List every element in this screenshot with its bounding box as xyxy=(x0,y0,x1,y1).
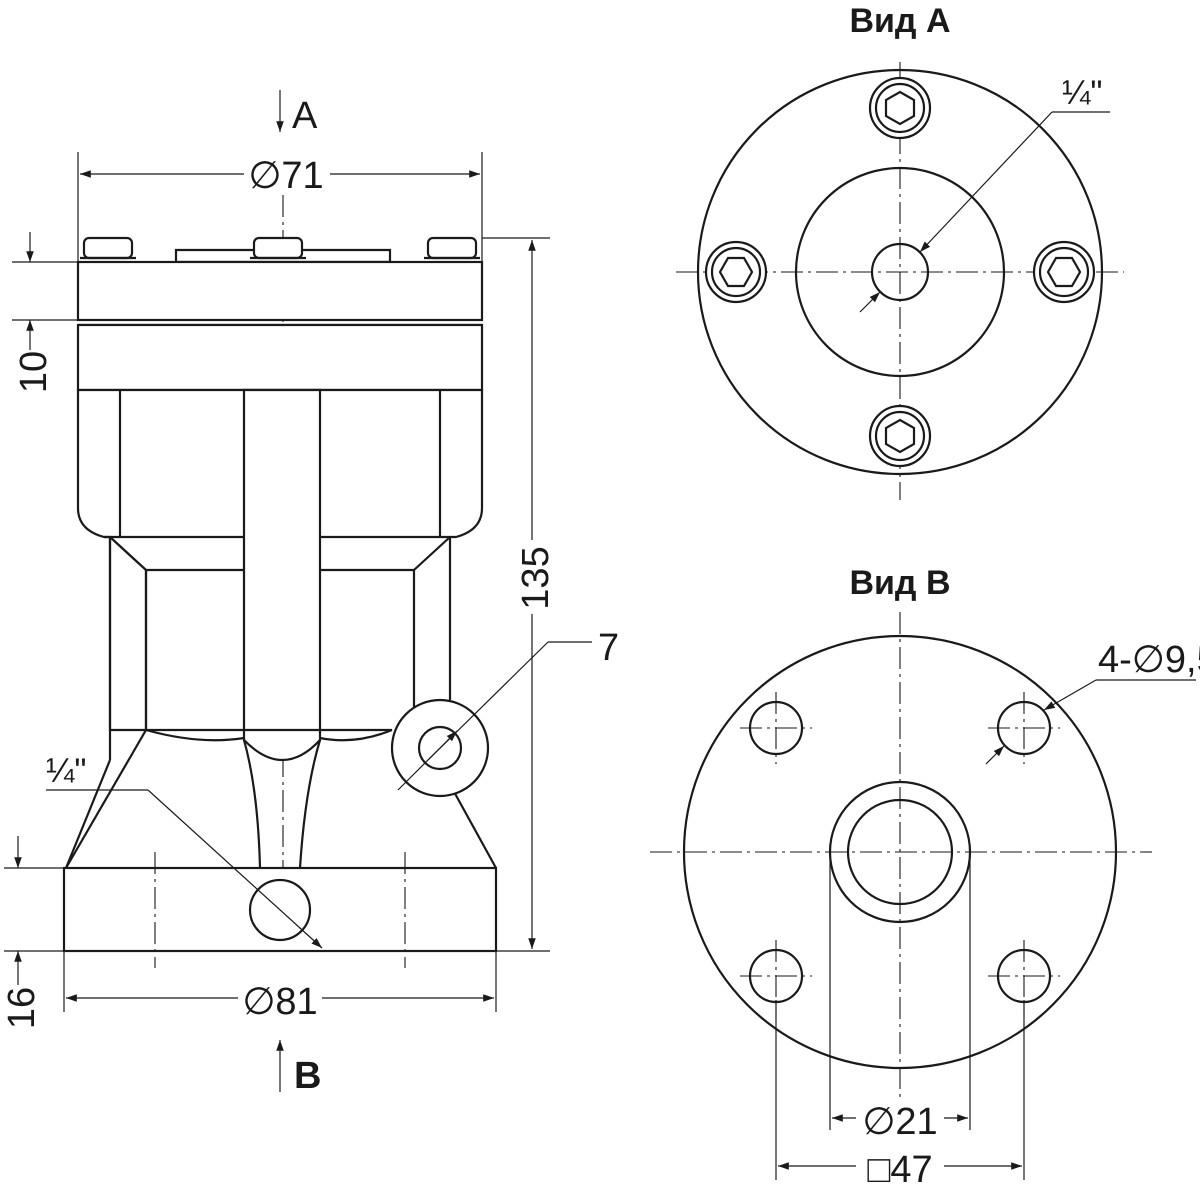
view-b-bolt-holes: 4-∅9,5 xyxy=(1098,639,1200,681)
front-dimensions: A ∅71 135 10 16 ∅81 B xyxy=(1,90,619,1097)
view-b: Вид B 4-∅9,5 ∅21 xyxy=(650,564,1200,1184)
view-a-outer-circle xyxy=(696,68,1104,476)
view-a-bolt-left xyxy=(704,240,768,304)
view-a-mid-circle xyxy=(794,166,1006,378)
arrow-a-label: A xyxy=(292,95,318,137)
bolt-head-right xyxy=(426,236,478,260)
view-b-hole-tr xyxy=(988,692,1060,764)
dim-base-diameter: ∅81 xyxy=(242,981,317,1023)
central-stem xyxy=(242,388,322,762)
lower-curve-left xyxy=(145,728,245,742)
view-a-inner-circle xyxy=(870,242,930,302)
view-b-outer-circle xyxy=(682,634,1118,1070)
dim-height-base: 16 xyxy=(1,987,43,1029)
lower-curve-right xyxy=(319,728,393,742)
bolt-head-left xyxy=(82,236,134,260)
view-a-bolt-top xyxy=(868,76,932,140)
view-b-hole-tl xyxy=(740,692,812,764)
dim-top-diameter: ∅71 xyxy=(248,155,323,197)
top-plate xyxy=(76,260,484,322)
view-b-title: Вид B xyxy=(849,564,950,602)
view-a-bolt-bottom xyxy=(868,404,932,468)
view-b-bore-diameter: ∅21 xyxy=(862,1101,937,1143)
view-a-title: Вид A xyxy=(849,2,950,40)
view-a-thread: ¼" xyxy=(1062,74,1102,112)
dim-height-total: 135 xyxy=(515,546,557,609)
bolt-head-center xyxy=(252,236,304,260)
dim-side-port: 7 xyxy=(598,627,619,669)
view-b-square-size: □47 xyxy=(867,1149,932,1184)
view-a: Вид A ¼" xyxy=(676,2,1124,500)
front-view xyxy=(62,195,498,968)
view-a-bolt-right xyxy=(1032,240,1096,304)
arrow-b-label: B xyxy=(294,1055,321,1097)
dim-height-top: 10 xyxy=(13,351,55,393)
second-plate xyxy=(76,323,484,392)
view-b-bore-inner xyxy=(846,798,954,906)
dim-side-thread: ¼" xyxy=(46,752,86,790)
